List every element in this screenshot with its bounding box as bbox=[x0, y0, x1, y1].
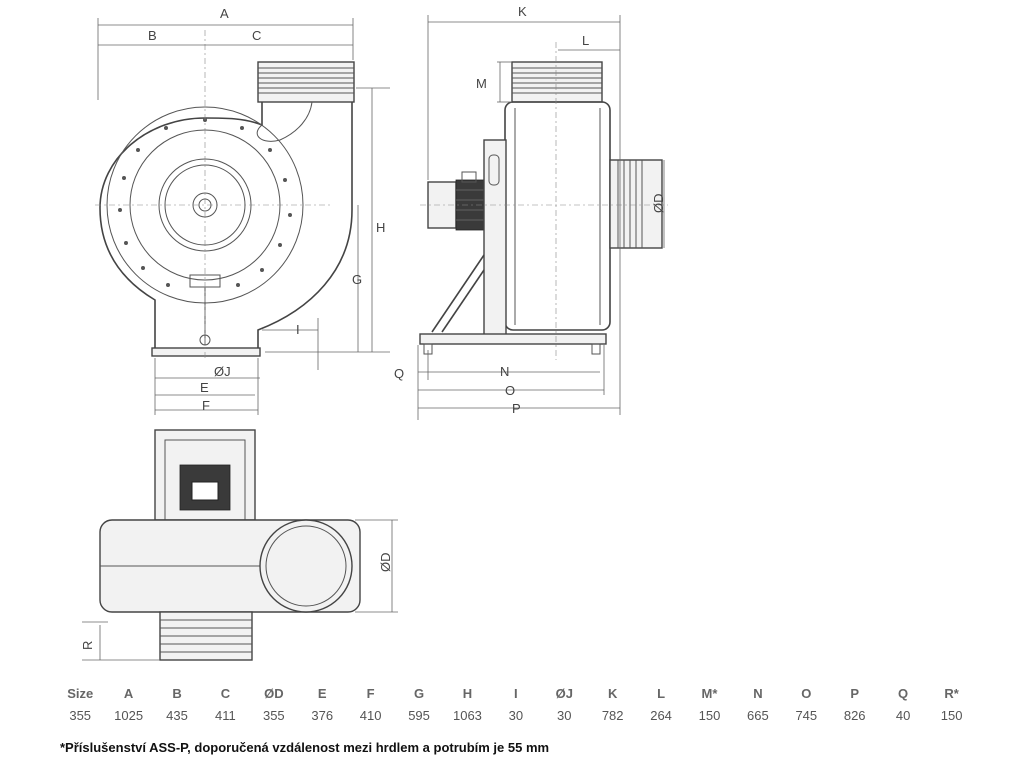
table-header-cell: ØD bbox=[264, 685, 284, 701]
dim-label-k: K bbox=[518, 4, 527, 19]
front-view: A B C H G I ØJ E F bbox=[95, 6, 390, 415]
table-cell: 1063 bbox=[452, 707, 482, 723]
dim-label-f: F bbox=[202, 398, 210, 413]
table-header-cell: B bbox=[172, 685, 182, 701]
dim-label-j: ØJ bbox=[214, 364, 231, 379]
table-header-cell: F bbox=[366, 685, 375, 701]
table-cell: 410 bbox=[359, 707, 382, 723]
dim-label-n: N bbox=[500, 364, 509, 379]
table-cell: 150 bbox=[698, 707, 721, 723]
footnote: *Příslušenství ASS-P, doporučená vzdálen… bbox=[60, 740, 550, 755]
table-cell: 435 bbox=[166, 707, 188, 723]
dim-label-l: L bbox=[582, 33, 589, 48]
table-header-cell: E bbox=[317, 685, 327, 701]
table-header-cell: M* bbox=[701, 685, 718, 701]
dim-label-d2: ØD bbox=[378, 553, 393, 573]
table-cell: 40 bbox=[895, 707, 911, 723]
table-cell: 411 bbox=[215, 707, 236, 723]
table-cell: 30 bbox=[557, 707, 572, 723]
table-cell: 376 bbox=[311, 707, 334, 723]
table-cell: 150 bbox=[940, 707, 963, 723]
table-cell: 355 bbox=[69, 707, 92, 723]
table-cell: 826 bbox=[843, 707, 866, 723]
side-view: K L M ØD Q N O P bbox=[394, 4, 668, 420]
table-cell: 355 bbox=[262, 707, 285, 723]
table-header-cell: C bbox=[220, 685, 231, 701]
dim-label-p: P bbox=[512, 401, 521, 416]
table-cell: 745 bbox=[795, 707, 818, 723]
table-header-row: Size A B C ØD E F G H I ØJ K L M* N O P … bbox=[56, 682, 976, 704]
dim-label-e: E bbox=[200, 380, 209, 395]
dimension-table: Size A B C ØD E F G H I ØJ K L M* N O P … bbox=[56, 682, 976, 726]
dim-label-h: H bbox=[376, 220, 385, 235]
table-header-cell: ØJ bbox=[555, 685, 573, 701]
table-header-cell: G bbox=[413, 685, 425, 701]
dim-label-g: G bbox=[352, 272, 362, 287]
table-header-cell: R* bbox=[944, 685, 959, 701]
table-cell: 264 bbox=[650, 707, 672, 723]
dim-label-r: R bbox=[80, 641, 95, 650]
table-cell: 1025 bbox=[114, 707, 144, 723]
dim-label-o: O bbox=[505, 383, 515, 398]
table-header-cell: A bbox=[123, 685, 134, 701]
dim-label-b: B bbox=[148, 28, 157, 43]
table-cell: 30 bbox=[508, 707, 524, 723]
table-header-cell: H bbox=[462, 685, 473, 701]
table-header-cell: O bbox=[801, 685, 812, 701]
dim-label-c: C bbox=[252, 28, 261, 43]
top-view: ØD R bbox=[80, 429, 398, 661]
fan-technical-drawing: A B C H G I ØJ E F bbox=[80, 4, 668, 661]
table-header-cell: Q bbox=[898, 685, 909, 701]
dim-label-d: ØD bbox=[651, 194, 666, 214]
table-cell: 595 bbox=[408, 707, 430, 723]
table-header-cell: Size bbox=[67, 685, 94, 701]
dim-label-q: Q bbox=[394, 366, 404, 381]
table-header-cell: N bbox=[753, 685, 763, 701]
dim-label-i: I bbox=[296, 322, 300, 337]
table-header-cell: K bbox=[607, 685, 618, 701]
table-cell: 665 bbox=[747, 707, 769, 723]
dim-label-a: A bbox=[220, 6, 229, 21]
table-cell: 782 bbox=[601, 707, 624, 723]
table-row: 355 1025 435 411 355 376 410 595 1063 30… bbox=[56, 704, 976, 726]
table-header-cell: L bbox=[657, 685, 666, 701]
table-header-cell: P bbox=[850, 685, 860, 701]
dim-label-m: M bbox=[476, 76, 487, 91]
table-header-cell: I bbox=[514, 685, 518, 701]
